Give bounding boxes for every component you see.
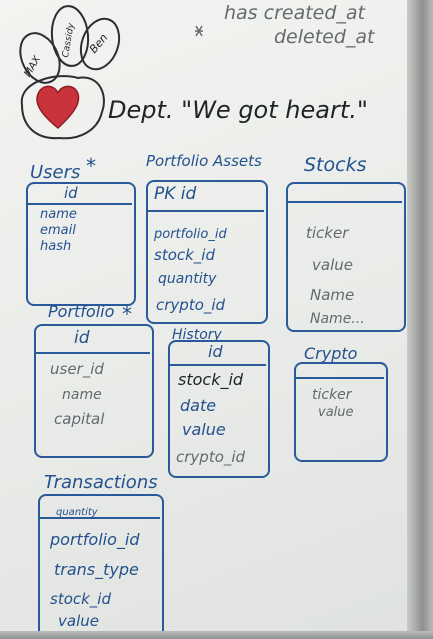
portfolio-field-user-id: user_id <box>50 360 104 378</box>
heart-icon <box>36 85 80 129</box>
note-line-deleted: deleted_at <box>274 26 375 48</box>
stocks-field-value: value <box>312 256 353 274</box>
stocks-field-name: Name <box>310 286 355 304</box>
stocks-field-name-more: Name... <box>310 311 365 327</box>
transactions-field-quantity: quantity <box>56 507 98 518</box>
crypto-table-box <box>294 362 388 462</box>
history-field-value: value <box>182 420 226 439</box>
transactions-field-stock-id: stock_id <box>50 590 111 608</box>
history-title: History <box>172 327 222 343</box>
portfolio-assets-pk: PK id <box>154 184 197 204</box>
note-line-created: has created_at <box>224 2 366 24</box>
portfolio-assets-field-portfolio-id: portfolio_id <box>154 227 227 242</box>
history-divider <box>170 364 266 366</box>
portfolio-field-name: name <box>62 387 102 403</box>
portfolio-assets-table-box <box>146 180 268 324</box>
toe-right-outline <box>79 17 121 71</box>
crypto-field-ticker: ticker <box>312 387 352 403</box>
users-pk: id <box>64 184 78 202</box>
toe-left-outline <box>19 32 61 84</box>
page-title: Dept. "We got heart." <box>108 96 368 124</box>
users-field-name: name <box>40 207 77 222</box>
stocks-title: Stocks <box>304 154 367 176</box>
portfolio-title: Portfolio <box>48 302 115 321</box>
transactions-field-trans-type: trans_type <box>54 560 139 579</box>
portfolio-assets-field-crypto-id: crypto_id <box>156 296 226 314</box>
portfolio-table-box <box>34 324 154 458</box>
whiteboard-frame-right <box>407 0 433 639</box>
portfolio-star: * <box>122 302 132 326</box>
users-field-email: email <box>40 223 76 238</box>
portfolio-assets-field-quantity: quantity <box>158 271 217 287</box>
users-table-box <box>26 182 136 306</box>
stocks-field-ticker: ticker <box>306 224 349 242</box>
portfolio-field-capital: capital <box>54 410 105 428</box>
transactions-field-value: value <box>58 612 99 630</box>
transactions-field-portfolio-id: portfolio_id <box>50 530 140 549</box>
history-table-box <box>168 340 270 478</box>
portfolio-assets-divider <box>148 210 264 212</box>
history-field-stock-id: stock_id <box>178 370 244 389</box>
note-asterisk-strokes <box>195 25 203 37</box>
history-field-crypto-id: crypto_id <box>176 448 246 466</box>
crypto-title: Crypto <box>304 344 358 363</box>
toe-middle-outline <box>50 5 90 67</box>
portfolio-assets-field-stock-id: stock_id <box>154 246 215 264</box>
users-star: * <box>86 154 96 178</box>
users-title: Users <box>30 162 81 183</box>
portfolio-divider <box>36 352 150 354</box>
portfolio-pk: id <box>74 328 90 348</box>
marker-tray <box>0 631 433 639</box>
crypto-field-value: value <box>318 405 354 420</box>
users-divider <box>28 203 132 205</box>
history-field-date: date <box>180 396 217 415</box>
portfolio-assets-title: Portfolio Assets <box>146 152 262 170</box>
history-pk: id <box>208 342 223 361</box>
transactions-title: Transactions <box>44 472 158 493</box>
stocks-table-box <box>286 182 406 332</box>
paw-pad-outline <box>20 75 105 140</box>
users-field-hash: hash <box>40 239 72 254</box>
